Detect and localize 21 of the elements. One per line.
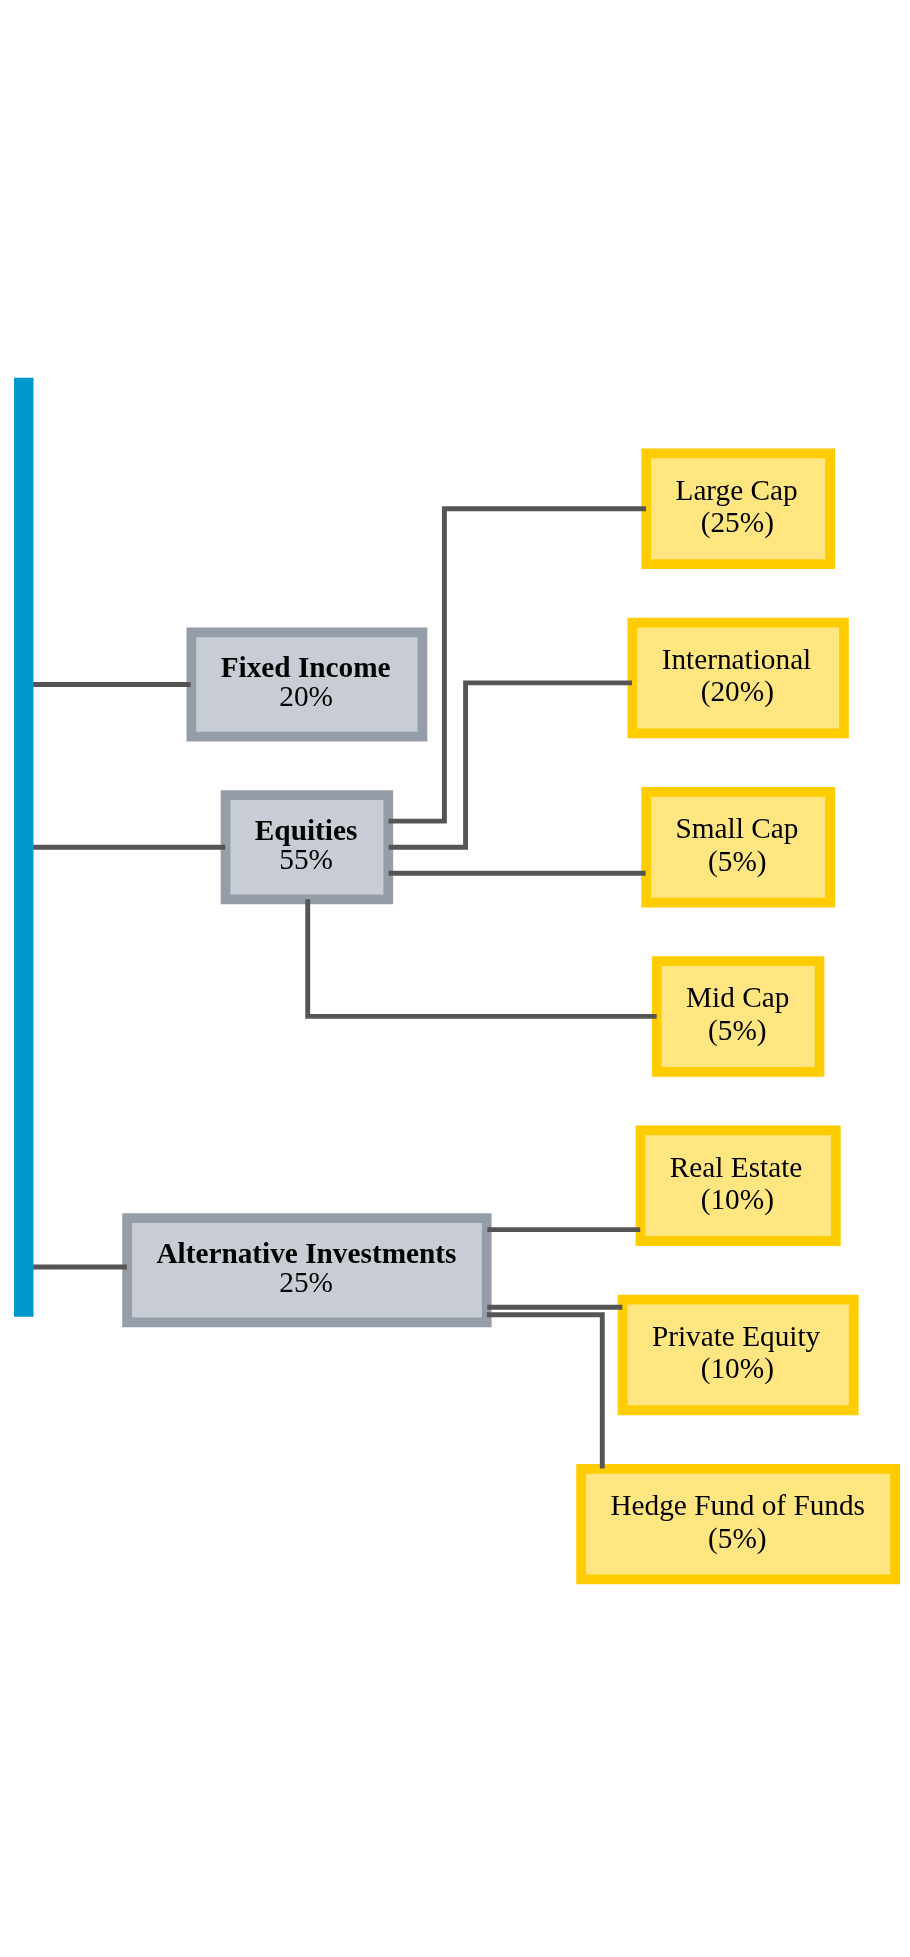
connector: [33, 681, 191, 687]
connector: [33, 844, 226, 850]
node-box: Hedge Fund of Funds (5%): [576, 1463, 901, 1584]
node-box: Small Cap (5%): [641, 786, 835, 907]
connector: [305, 898, 657, 1019]
connector: [487, 1226, 641, 1232]
connector: [486, 1311, 605, 1469]
node-box: Fixed Income 20%: [186, 627, 428, 741]
node-box: Equities 55%: [220, 789, 394, 904]
node-box: International (20%): [627, 617, 849, 738]
node-box: Mid Cap (5%): [651, 955, 825, 1077]
connector: [33, 1264, 127, 1269]
node-box: Private Equity (10%): [617, 1294, 859, 1415]
node-box: [14, 377, 34, 1317]
connector: [487, 1304, 623, 1310]
connector: [388, 870, 646, 876]
connector: [388, 505, 646, 824]
node-box: Large Cap (25%): [641, 448, 835, 569]
node-box: Real Estate (10%): [635, 1124, 841, 1246]
connector: [388, 679, 632, 850]
node-box: Alternative Investments 25%: [122, 1212, 492, 1327]
